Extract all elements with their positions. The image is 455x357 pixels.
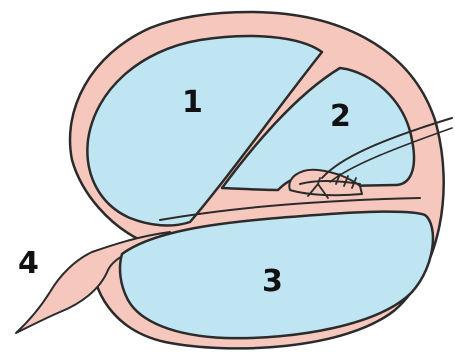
label-2: 2 bbox=[330, 99, 351, 134]
label-4: 4 bbox=[18, 246, 39, 281]
label-3: 3 bbox=[262, 264, 283, 299]
label-1: 1 bbox=[182, 85, 203, 120]
